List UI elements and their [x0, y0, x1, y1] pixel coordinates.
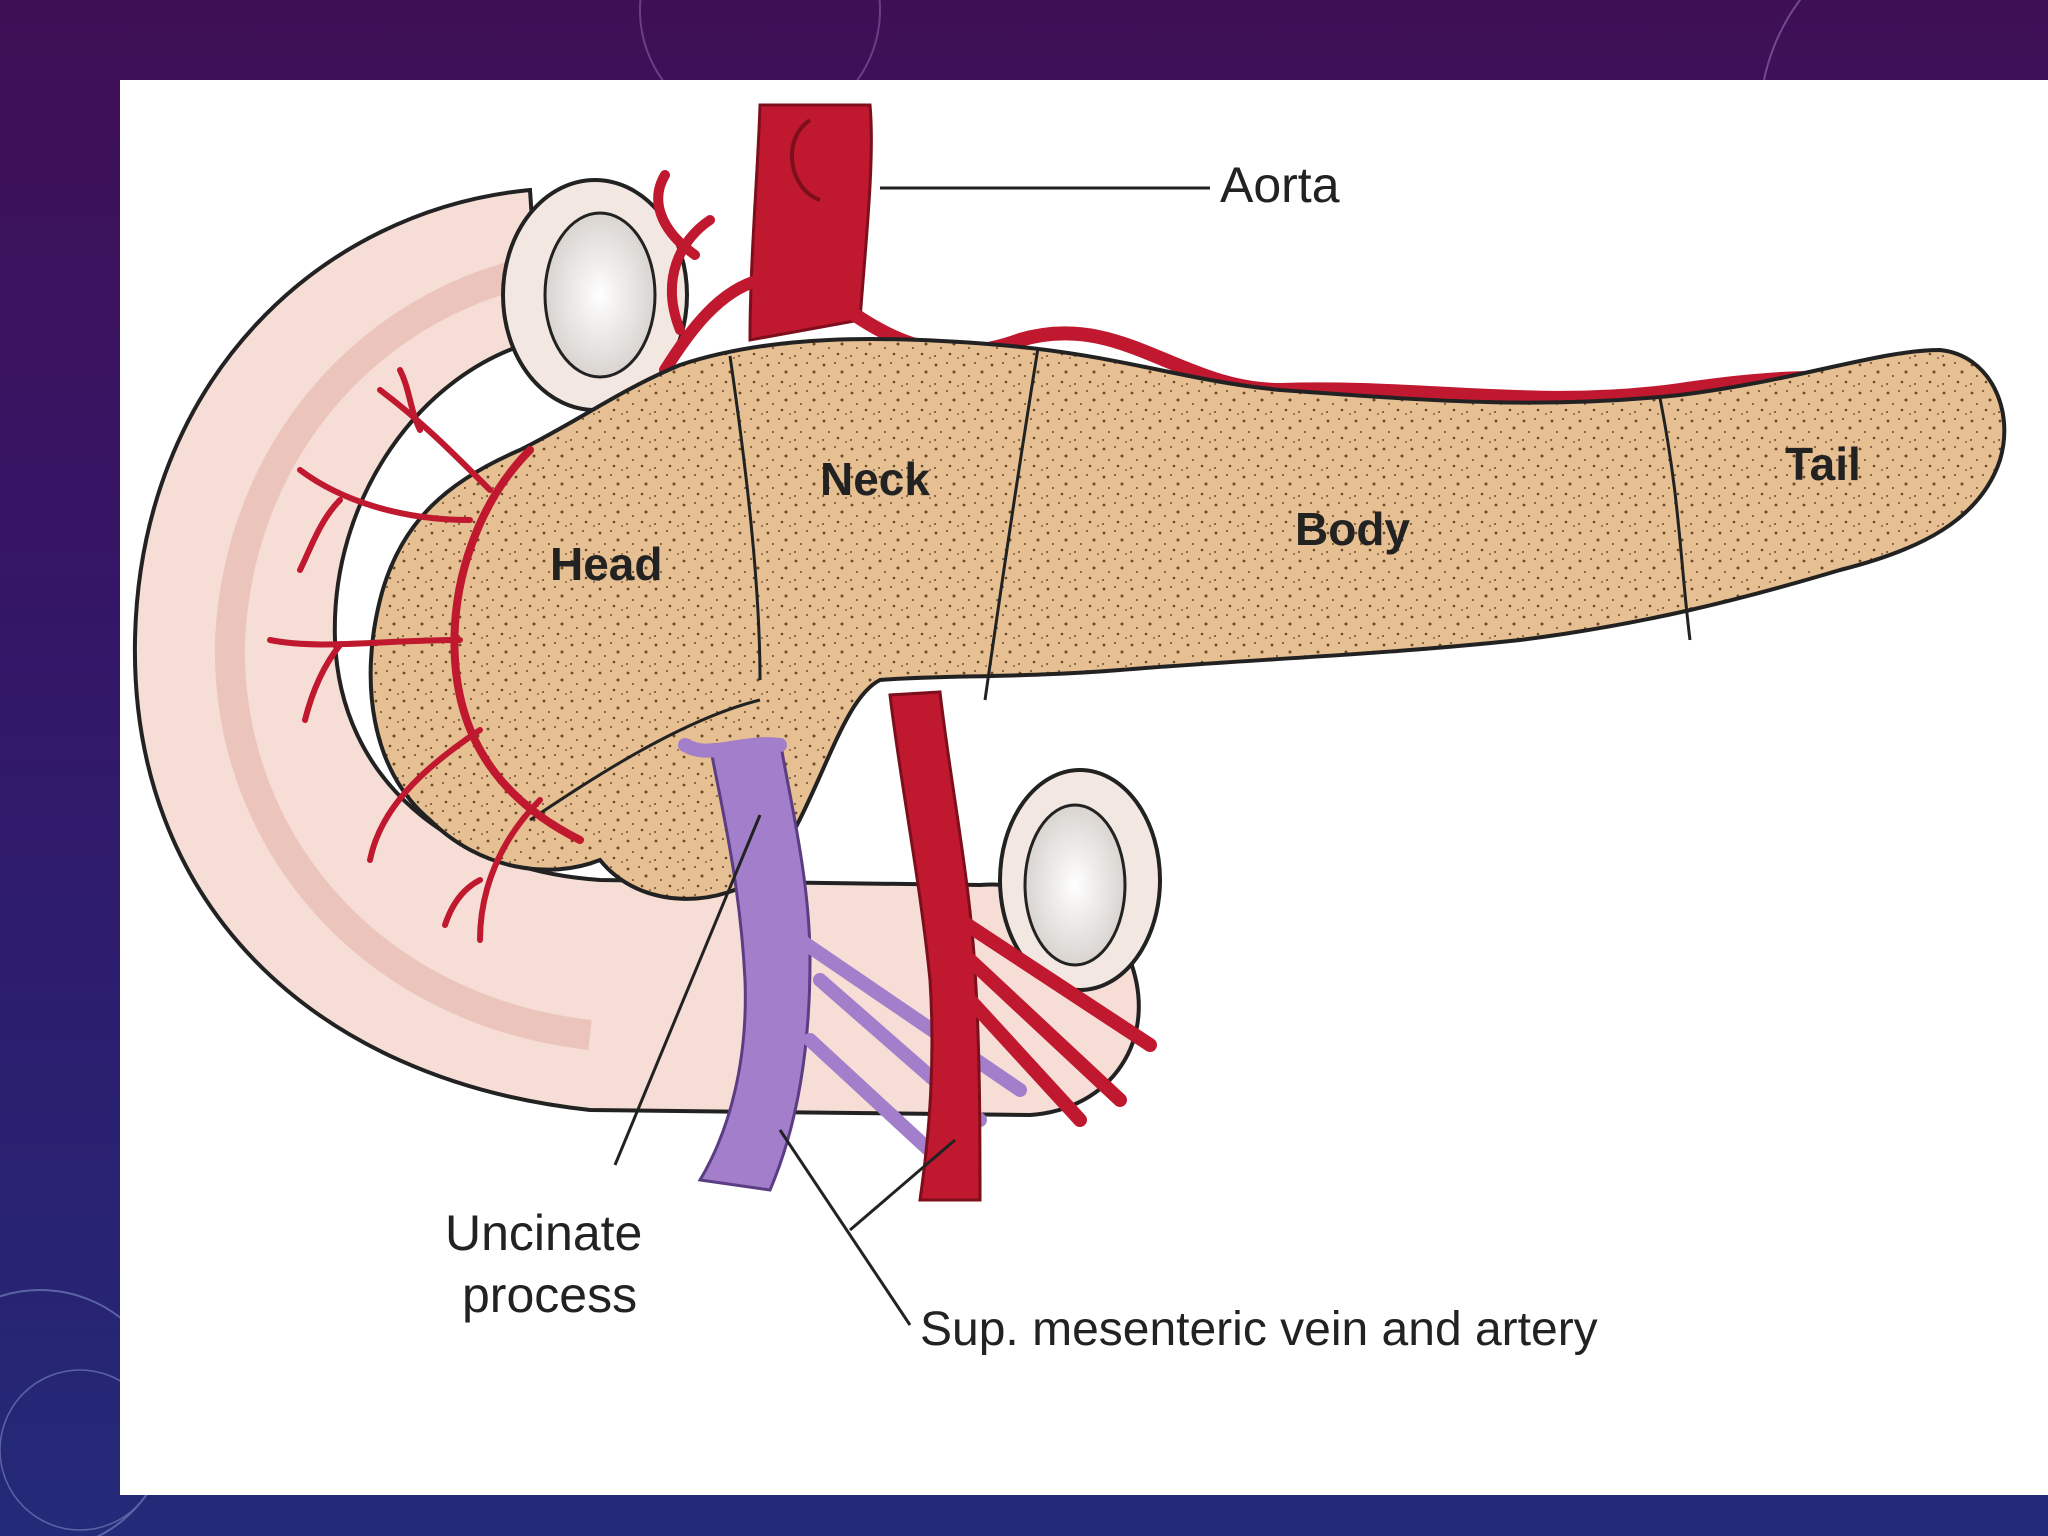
uncinate-leader-line [613, 814, 762, 1166]
pancreas [368, 337, 2007, 901]
aorta [748, 103, 873, 342]
duodenum-upper-lumen-inner [543, 211, 657, 379]
duodenum [132, 187, 1141, 1118]
smv-branches [678, 737, 1027, 1167]
uncinate-divider [529, 698, 761, 822]
gastric-artery-branch [653, 170, 715, 335]
label-uncinate-line1: Uncinate [445, 1205, 642, 1261]
pancreaticoduodenal-artery [450, 446, 584, 844]
label-uncinate-line2: process [462, 1267, 637, 1323]
pancreas-anatomy-diagram: Aorta Neck Head Body Tail Uncinate proce… [132, 103, 2007, 1356]
sma-smv-leader-lines [778, 1129, 956, 1326]
duodenum-inner-shading [214, 255, 592, 1050]
label-sma-smv: Sup. mesenteric vein and artery [920, 1303, 1598, 1356]
superior-mesenteric-vein [697, 738, 812, 1192]
aorta-highlight [790, 118, 821, 202]
body-tail-divider [1658, 397, 1692, 641]
label-head: Head [550, 538, 662, 590]
superior-mesenteric-artery [888, 690, 982, 1202]
label-aorta: Aorta [1220, 157, 1340, 213]
label-body: Body [1295, 503, 1410, 555]
label-tail: Tail [1785, 438, 1861, 490]
hepatic-artery-branch [659, 274, 766, 376]
neck-body-divider [983, 347, 1040, 701]
duodenum-lower-lumen-inner [1023, 803, 1127, 967]
head-neck-divider [728, 355, 762, 681]
diagram-panel: Aorta Neck Head Body Tail Uncinate proce… [120, 80, 2048, 1495]
sma-branches [953, 913, 1157, 1127]
duodenal-artery-branches [267, 367, 543, 943]
label-neck: Neck [820, 453, 930, 505]
